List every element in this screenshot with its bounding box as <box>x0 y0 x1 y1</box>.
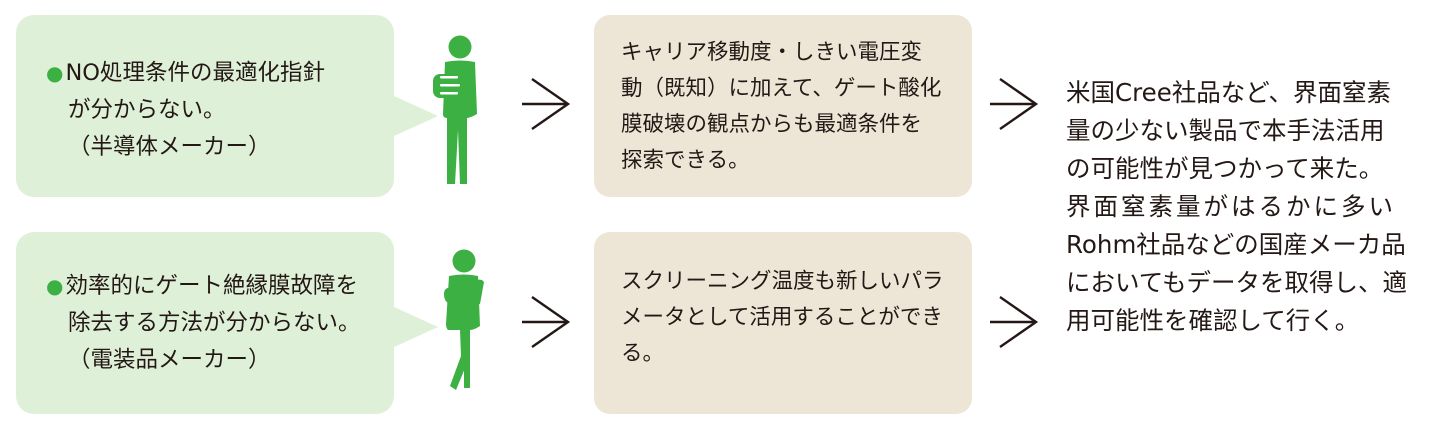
solution-text-2: スクリーニング温度も新しいパラ メータとして活用することができ る。 <box>621 264 964 372</box>
problem-bubble-1: ●NO処理条件の最適化指針 が分からない。 （半導体メーカー） <box>16 15 438 197</box>
arrow-right-icon <box>990 296 1039 348</box>
result-text: 米国Cree社品など、界面窒素 量の少ない製品で本手法活用 の可能性が見つかって… <box>1066 74 1450 340</box>
arrow-right-icon <box>522 78 571 130</box>
problem-line: が分からない。 <box>68 97 226 123</box>
result-line: においてもデータを取得し、適 <box>1066 268 1408 297</box>
solution-line: メータとして活用することができ <box>621 305 943 330</box>
result-line: の可能性が見つかって来た。 <box>1066 154 1384 183</box>
result-line: 米国Cree社品など、界面窒素 <box>1066 78 1392 107</box>
result-line: Rohm社品などの国産メーカ品 <box>1066 230 1406 259</box>
problem-line: （半導体メーカー） <box>68 134 271 160</box>
result-line: 量の少ない製品で本手法活用 <box>1066 116 1385 145</box>
solution-text-1: キャリア移動度・しきい電圧変 動（既知）に加えて、ゲート酸化 膜破壊の観点からも… <box>621 35 964 179</box>
problem-line: 除去する方法が分からない。 <box>68 310 361 336</box>
problem-bubble-2: ●効率的にゲート絶縁膜故障を 除去する方法が分からない。 （電装品メーカー） <box>16 232 438 414</box>
solution-line: 探索できる。 <box>621 148 750 173</box>
person-pondering-icon <box>444 249 484 390</box>
bubble-tail <box>392 95 438 137</box>
bullet-icon: ● <box>46 274 64 298</box>
bullet-icon: ● <box>46 61 64 85</box>
solution-box-1: キャリア移動度・しきい電圧変 動（既知）に加えて、ゲート酸化 膜破壊の観点からも… <box>594 15 972 197</box>
arrow-right-icon <box>522 296 571 348</box>
problem-line: ●効率的にゲート絶縁膜故障を <box>46 273 358 299</box>
solution-line: 動（既知）に加えて、ゲート酸化 <box>621 76 942 101</box>
solution-line: 膜破壊の観点からも最適条件を <box>621 112 923 137</box>
problem-text-2: ●効率的にゲート絶縁膜故障を 除去する方法が分からない。 （電装品メーカー） <box>46 268 384 379</box>
solution-box-2: スクリーニング温度も新しいパラ メータとして活用することができ る。 <box>594 232 972 414</box>
problem-line: ●NO処理条件の最適化指針 <box>46 60 325 86</box>
result-line: 用可能性を確認して行く。 <box>1066 306 1360 335</box>
problem-text-1: ●NO処理条件の最適化指針 が分からない。 （半導体メーカー） <box>46 55 384 166</box>
solution-line: る。 <box>621 341 665 366</box>
result-line: 界面窒素量がはるかに多い <box>1066 192 1396 221</box>
bubble-tail <box>392 306 438 348</box>
solution-line: スクリーニング温度も新しいパラ <box>621 269 944 294</box>
problem-line: （電装品メーカー） <box>68 347 271 373</box>
solution-line: キャリア移動度・しきい電圧変 <box>621 40 923 65</box>
person-thinking-icon <box>433 35 477 184</box>
arrow-right-icon <box>990 78 1039 130</box>
